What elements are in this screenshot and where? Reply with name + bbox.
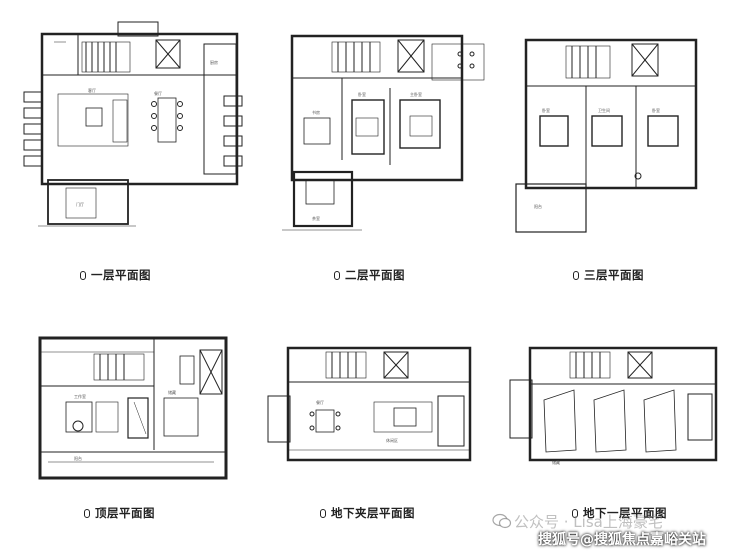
floor-plan-1-caption: 一层平面图 [80,267,151,283]
ring-bullet-icon [572,509,578,518]
ring-bullet-icon [80,271,86,280]
floor-plan-1-drawing: 客厅 餐厅 门厅 厨房 [23,21,243,227]
floor-plan-3-drawing: 卧室 卫生间 卧室 阳台 [515,38,698,233]
floor-plan-3-room-bath: 卫生间 [598,107,610,113]
watermark-site: 搜狐号@搜狐焦点嘉峪关站 [538,532,706,548]
floor-plan-top-room-workshop: 工作室 [74,393,86,399]
floor-plan-b1: 储藏 [504,340,724,470]
ring-bullet-icon [320,509,326,518]
floor-plan-top: 工作室 储藏 阳台 [34,330,234,480]
watermark-account: 公众号 · Lisa上海豪宅 [514,513,663,531]
floor-plan-b-mezz-room-dining: 餐厅 [316,399,324,405]
floor-plan-3-room-balcony: 阳台 [534,203,542,209]
floor-plan-3: 卧室 卫生间 卧室 阳台 [512,34,702,239]
floor-plan-1-room-garage: 门厅 [76,201,84,207]
floor-plan-1-room-dining: 餐厅 [154,90,162,96]
floor-plan-b-mezz: 餐厅 休闲区 [262,342,477,472]
floor-plan-b1-room-storage: 储藏 [552,459,560,465]
floor-plan-1-room-living: 客厅 [88,87,96,93]
floor-plan-top-room-balcony: 阳台 [74,455,82,461]
floor-plan-2-drawing: 书房 卧室 主卧室 茶室 [282,34,485,231]
floor-plan-b-mezz-drawing: 餐厅 休闲区 [267,346,472,462]
ring-bullet-icon [334,271,340,280]
floor-plan-2-caption: 二层平面图 [334,267,405,283]
floor-plan-1-room-kitchen: 厨房 [210,59,218,65]
wechat-icon [492,513,512,529]
floor-plan-3-caption: 三层平面图 [573,267,644,283]
floor-plan-top-room-storage: 储藏 [168,389,176,395]
floor-plan-top-caption: 顶层平面图 [84,505,155,521]
floor-plan-1: 客厅 餐厅 门厅 厨房 [18,20,248,235]
floor-plan-b1-drawing: 储藏 [509,346,718,465]
ring-bullet-icon [84,509,90,518]
floor-plan-3-room-bedroom-a: 卧室 [542,107,550,113]
ring-bullet-icon [573,271,579,280]
floor-plan-2: 书房 卧室 主卧室 茶室 [282,30,497,235]
floor-plan-2-room-tea: 茶室 [312,215,320,221]
floor-plan-b-mezz-room-lounge: 休闲区 [386,437,398,443]
floor-plan-top-drawing: 工作室 储藏 阳台 [38,336,228,480]
floor-plan-b-mezz-caption: 地下夹层平面图 [320,505,415,521]
floor-plan-2-room-study: 书房 [312,109,320,115]
floor-plan-2-room-bedroom: 卧室 [358,91,366,97]
floor-plan-2-room-master: 主卧室 [410,91,422,97]
floor-plan-b1-caption: 地下一层平面图 [572,505,667,521]
floor-plan-3-room-bedroom-b: 卧室 [652,107,660,113]
